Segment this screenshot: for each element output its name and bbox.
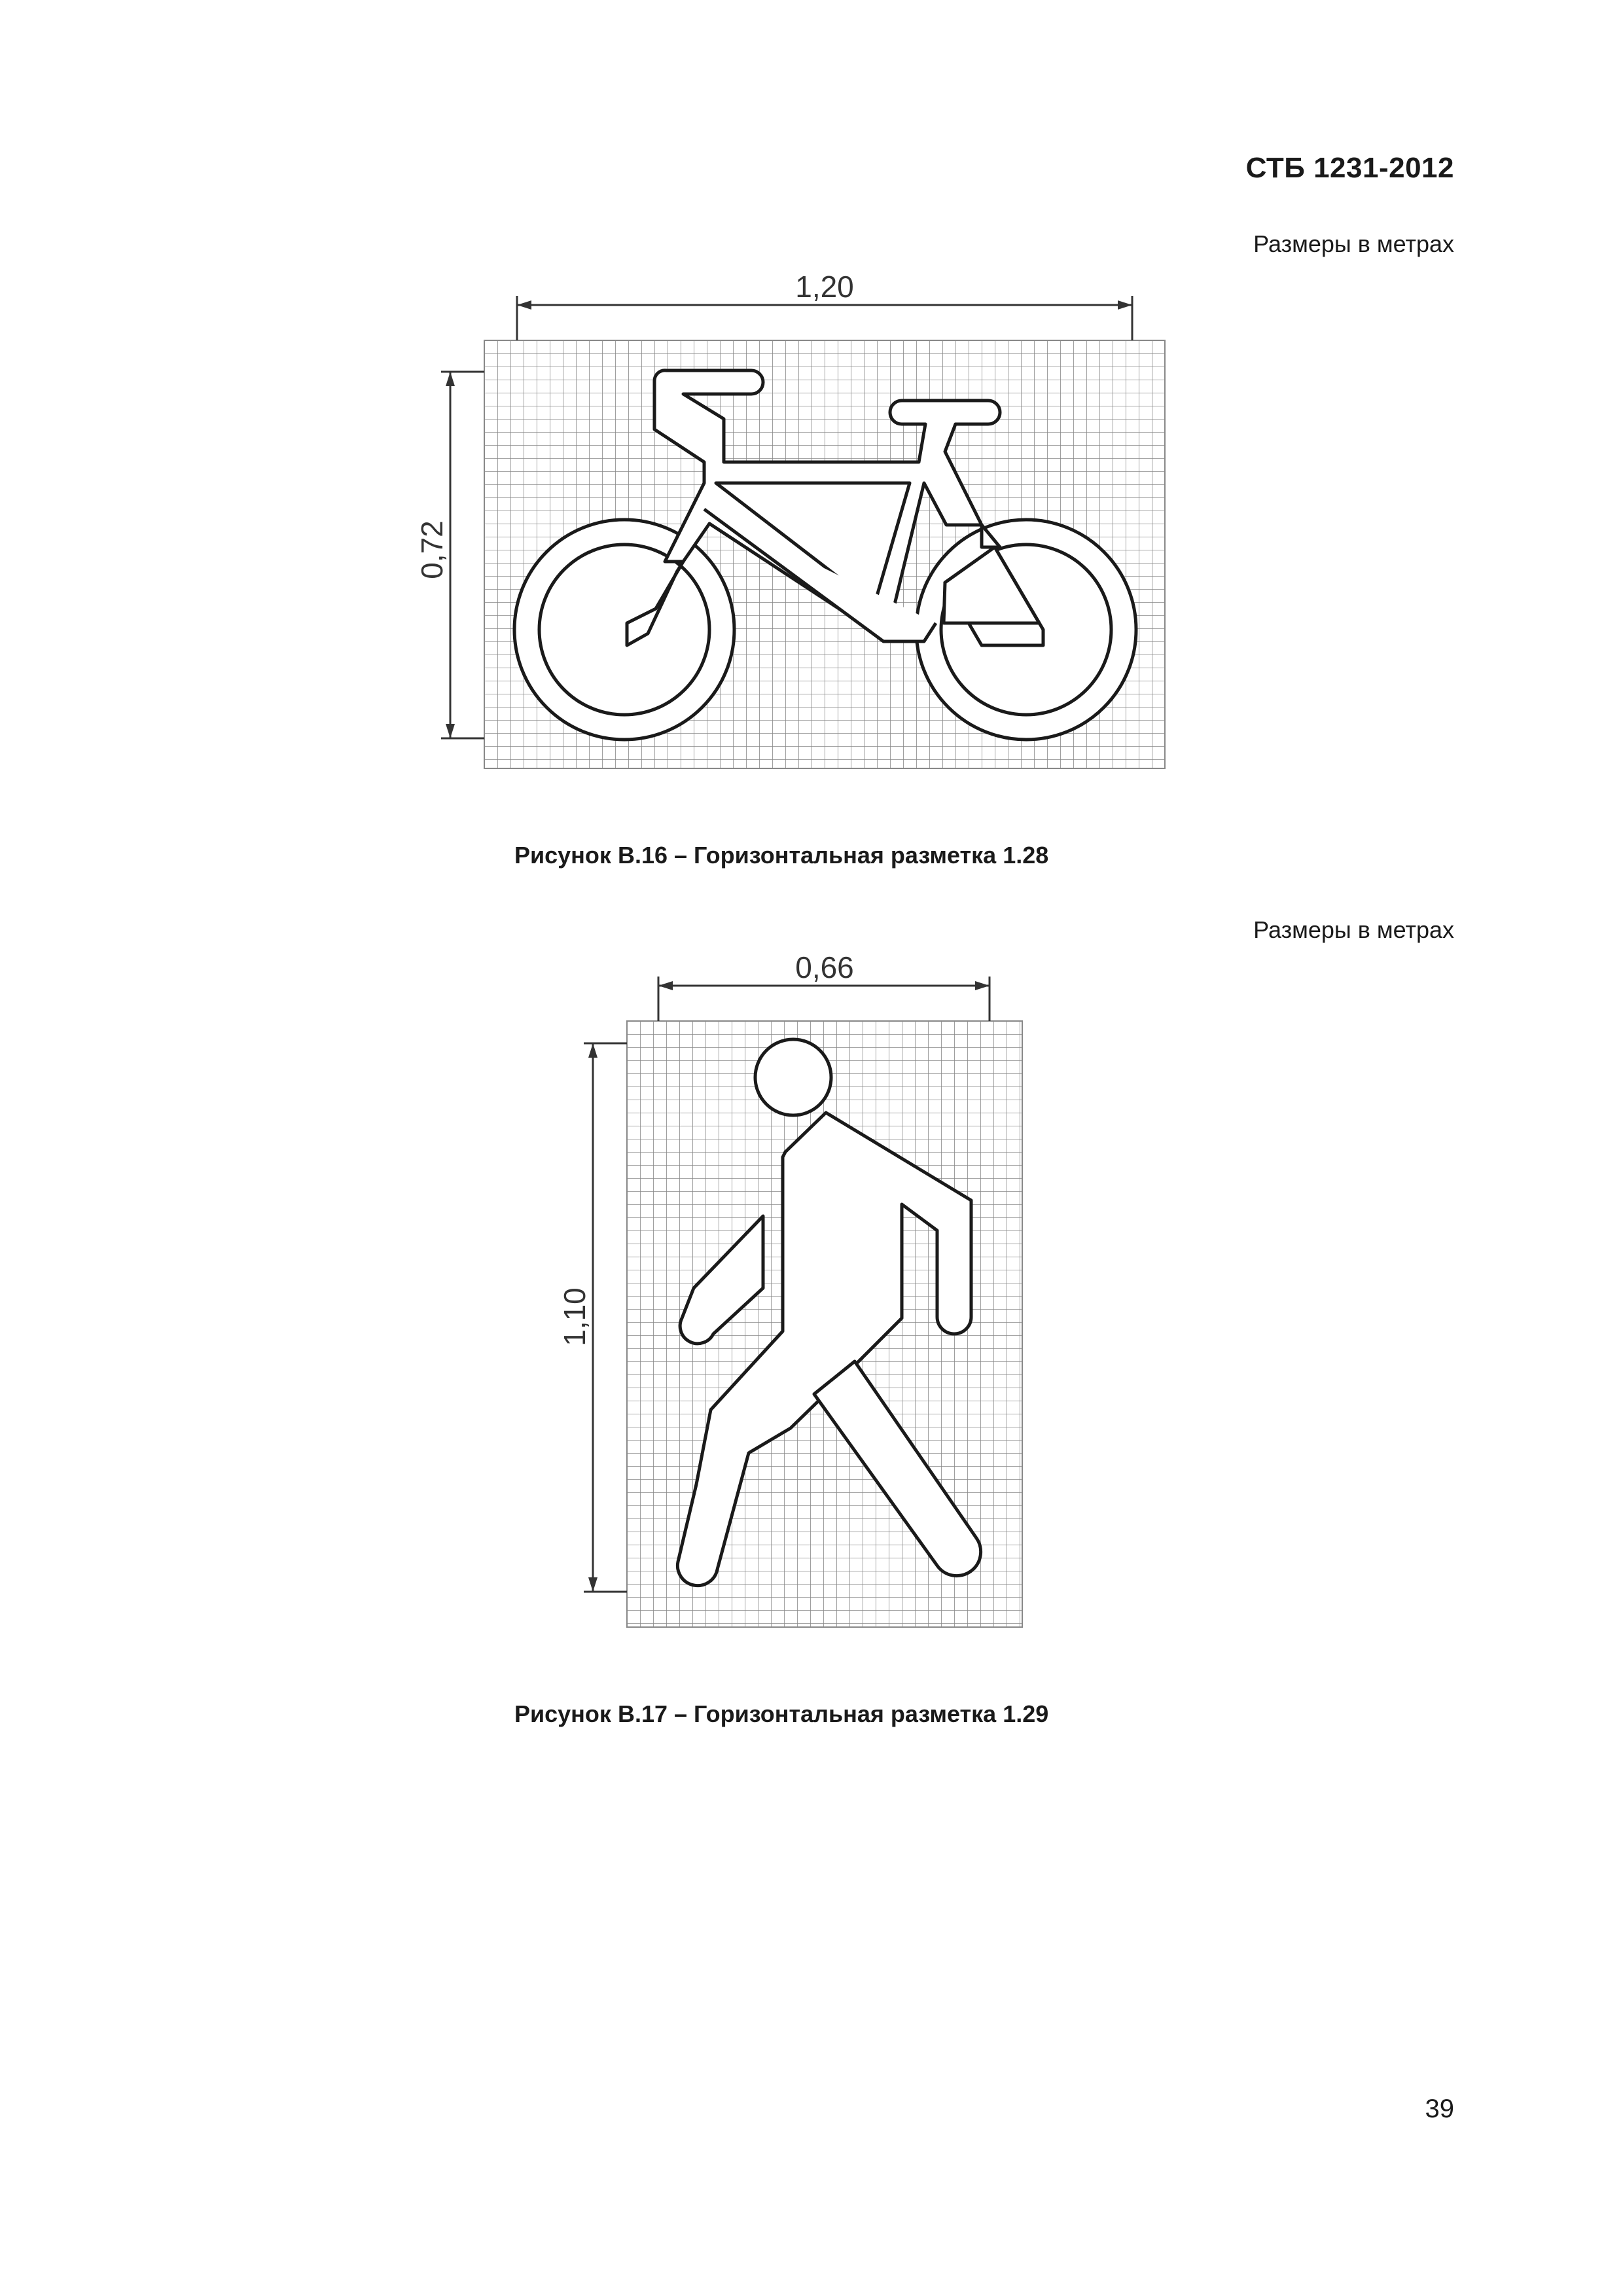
units-note: Размеры в метрах — [1253, 230, 1454, 257]
height-dimension — [441, 370, 484, 740]
page-number: 39 — [1425, 2094, 1455, 2123]
height-dimension — [584, 1042, 627, 1593]
width-label: 0,66 — [795, 950, 854, 984]
width-dimension — [516, 296, 1133, 340]
units-note: Размеры в метрах — [1253, 916, 1454, 943]
bicycle-icon — [512, 368, 1138, 742]
height-label: 0,72 — [415, 520, 449, 579]
document-code: СТБ 1231-2012 — [1245, 152, 1454, 184]
width-dimension — [657, 977, 991, 1021]
height-label: 1,10 — [558, 1287, 592, 1346]
pedestrian-icon — [675, 1037, 983, 1588]
width-label: 1,20 — [795, 270, 854, 304]
caption-text: Рисунок В.17 – Горизонтальная разметка 1… — [514, 1700, 1049, 1727]
caption-text: Рисунок В.16 – Горизонтальная разметка 1… — [514, 842, 1049, 869]
